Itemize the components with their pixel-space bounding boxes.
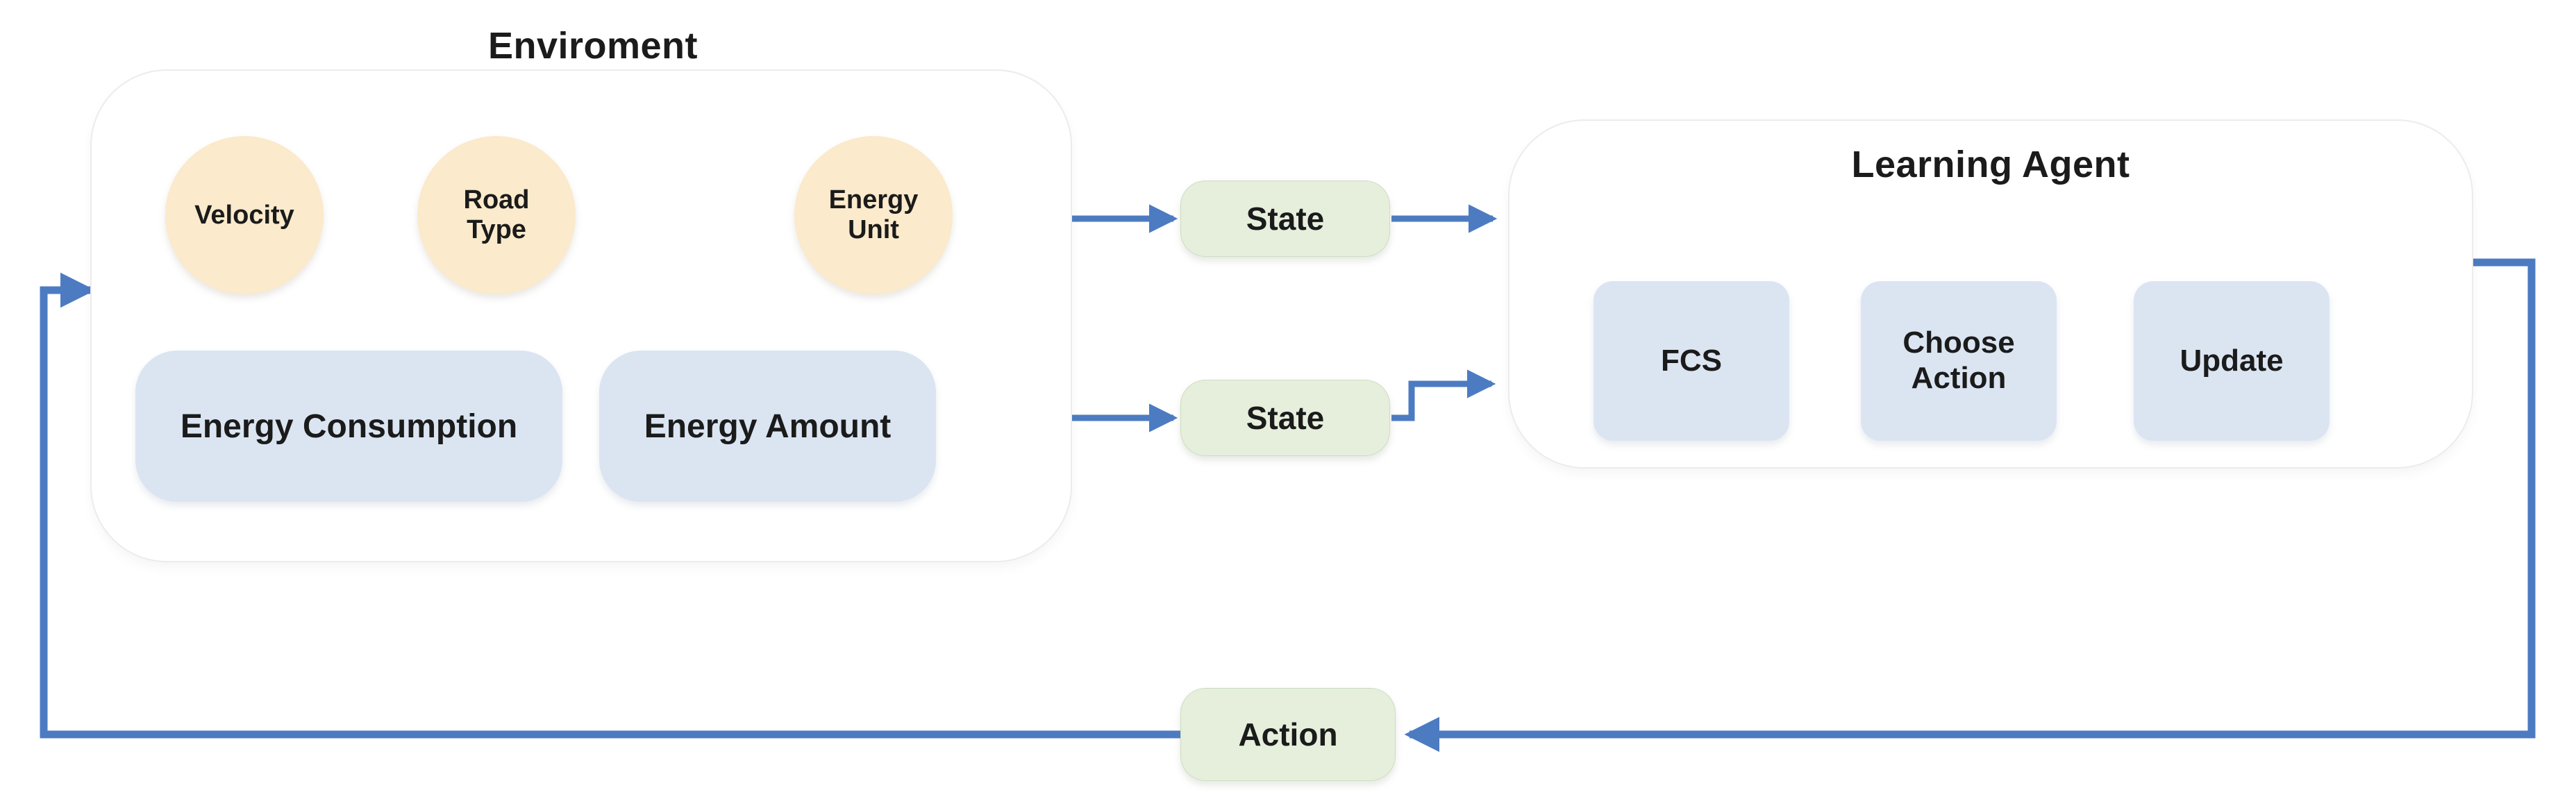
energy-amount-box: Energy Amount (599, 351, 936, 502)
action-box: Action (1180, 688, 1396, 781)
environment-title: Enviroment (487, 25, 699, 67)
choose-action-box: Choose Action (1861, 281, 2057, 441)
circle-road-type-label: Road Type (463, 185, 530, 244)
feedback-line-agent-to-action (1404, 258, 2536, 752)
state-top-label: State (1246, 201, 1325, 237)
arrow-state-bottom-to-agent-elbow (1391, 369, 1496, 421)
action-label: Action (1238, 716, 1338, 752)
energy-consumption-label: Energy Consumption (180, 407, 518, 445)
choose-action-label: Choose Action (1902, 326, 2015, 395)
energy-consumption-box: Energy Consumption (135, 351, 562, 502)
circle-road-type: Road Type (417, 136, 576, 294)
update-label: Update (2180, 343, 2284, 378)
feedback-line-action-to-environment (40, 272, 1182, 739)
state-box-top: State (1180, 180, 1390, 257)
energy-amount-label: Energy Amount (644, 407, 892, 445)
circle-velocity: Velocity (165, 136, 324, 294)
state-bottom-label: State (1246, 400, 1325, 436)
fcs-label: FCS (1661, 343, 1722, 378)
learning-agent-title: Learning Agent (1851, 144, 2130, 185)
circle-velocity-label: Velocity (194, 200, 294, 230)
state-box-bottom: State (1180, 380, 1390, 456)
circle-energy-unit-label: Energy Unit (828, 185, 919, 244)
circle-energy-unit: Energy Unit (794, 136, 953, 294)
fcs-box: FCS (1594, 281, 1789, 441)
update-box: Update (2134, 281, 2330, 441)
